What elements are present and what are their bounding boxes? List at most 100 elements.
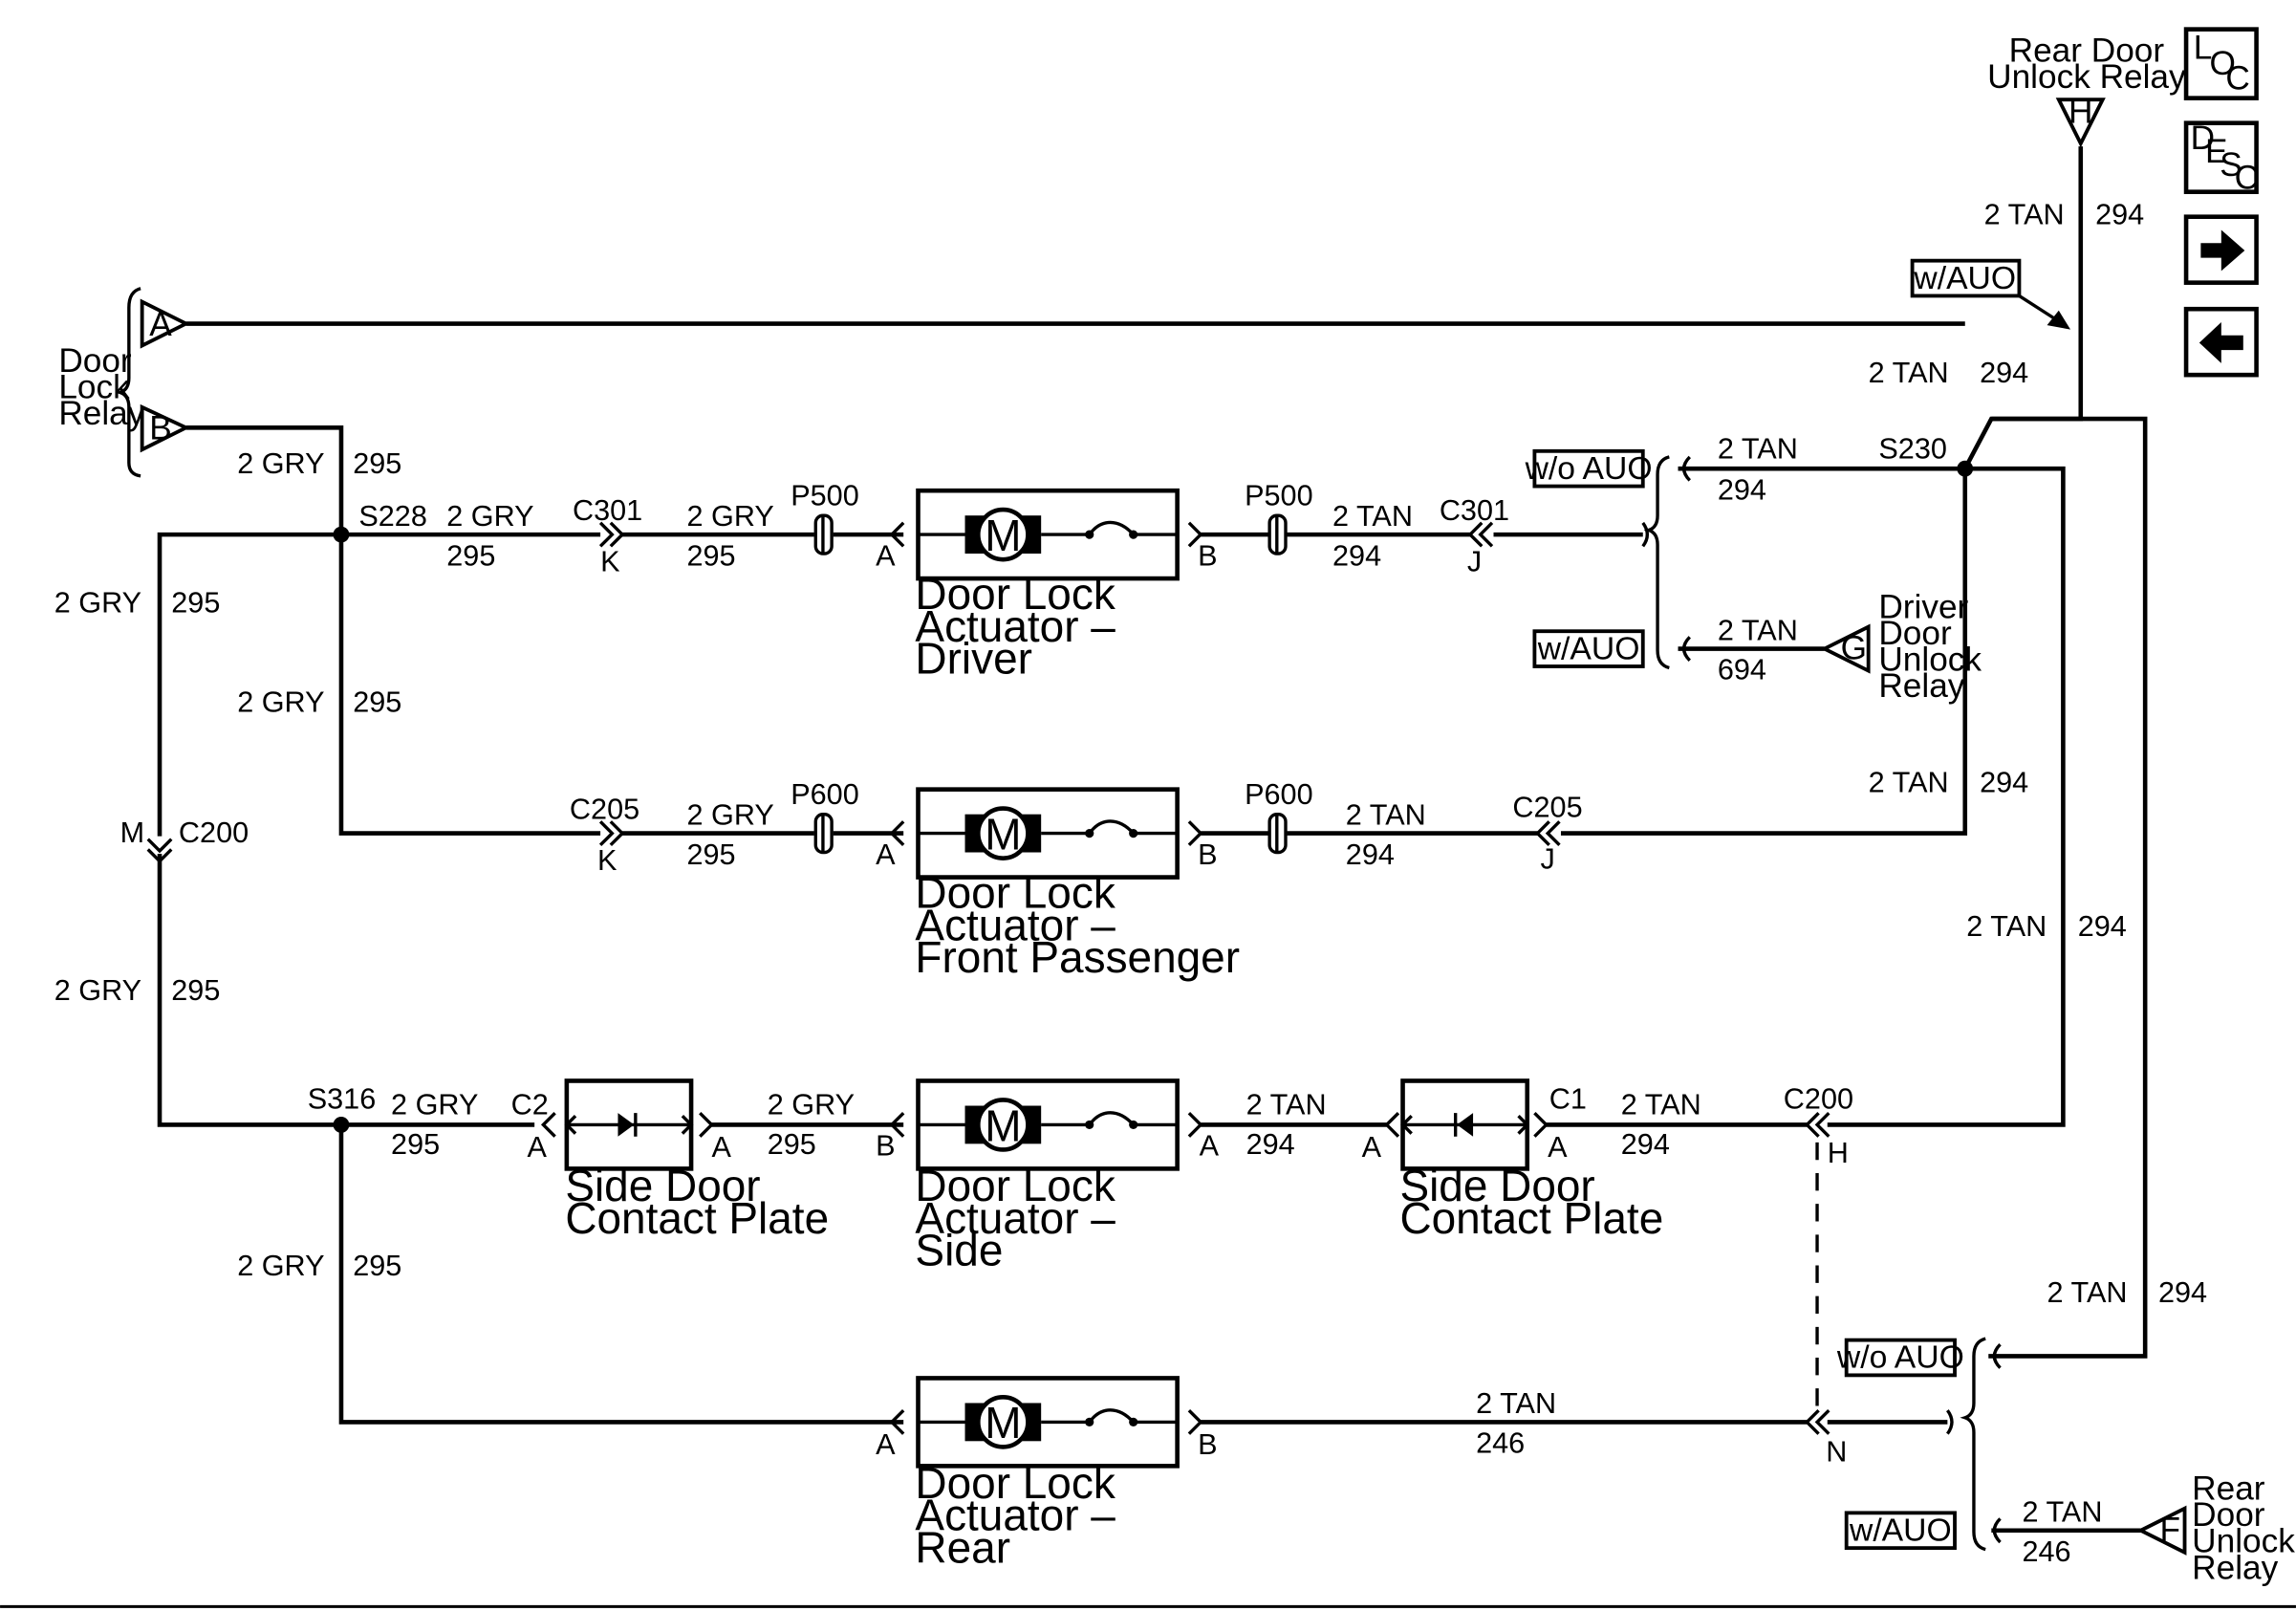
relay-label-line: Relay <box>1878 667 1964 705</box>
circuit-number: 295 <box>686 838 735 871</box>
actuator-rear: M <box>916 1376 1180 1469</box>
pin-label: J <box>1467 545 1482 577</box>
prev-page-button[interactable] <box>2183 306 2259 378</box>
connector-label: C205 <box>570 793 639 825</box>
circuit-number: 294 <box>1346 838 1395 871</box>
wire-color: 2 TAN <box>1718 614 1798 646</box>
wire-color: 2 TAN <box>1869 767 1949 799</box>
connector-label: C205 <box>1512 792 1582 824</box>
relay-label-line: Driver <box>1878 588 1968 625</box>
circuit-number: 294 <box>1332 539 1381 572</box>
circuit-number: 294 <box>2158 1276 2207 1309</box>
contact-plate-right <box>1400 1078 1530 1171</box>
arrow-right-icon <box>2200 229 2245 272</box>
driver-door-unlock-relay: G Driver Door Unlock Relay <box>1820 588 1982 705</box>
circuit-number: 294 <box>2095 198 2144 230</box>
connector-label: P500 <box>1245 479 1313 512</box>
contact-plate-label-line: Side Door <box>565 1161 760 1210</box>
relay-pin-f: F <box>2159 1511 2180 1548</box>
relay-label-line: Rear <box>2192 1470 2265 1508</box>
pin-label: K <box>597 844 617 877</box>
splice-label: S230 <box>1878 432 1947 465</box>
relay-pin-g: G <box>1841 629 1867 666</box>
wire-color: 2 TAN <box>1332 500 1413 533</box>
motor-symbol: M <box>985 1398 1021 1448</box>
connector-label: P500 <box>791 479 859 512</box>
connector-label: P600 <box>1245 778 1313 811</box>
relay-label-line: Relay <box>2192 1549 2278 1586</box>
desc-char: S <box>2220 146 2242 184</box>
motor-symbol: M <box>985 1100 1021 1150</box>
loc-char: L <box>2194 29 2213 66</box>
wire-color: 2 TAN <box>1476 1387 1556 1420</box>
component-labels: Door Lock Actuator – Driver Door Lock Ac… <box>565 569 1663 1572</box>
contact-plate-label-line: Contact Plate <box>565 1193 829 1243</box>
circuit-number: 295 <box>171 974 220 1007</box>
connector-label: C301 <box>1440 494 1509 527</box>
pin-label: K <box>600 545 620 577</box>
circuit-number: 294 <box>1621 1128 1670 1161</box>
pin-label: J <box>1541 842 1555 875</box>
door-lock-relay: A B Door Lock Relay <box>58 287 190 478</box>
wire-color: 2 GRY <box>237 686 324 718</box>
desc-char: D <box>2191 120 2215 157</box>
with-auo-tag: w/AUO <box>1849 1512 1952 1548</box>
next-page-button[interactable] <box>2183 214 2259 285</box>
loc-char: O <box>2210 45 2236 82</box>
desc-char: C <box>2235 160 2259 197</box>
relay-pin-a: A <box>149 306 172 343</box>
desc-button[interactable]: D E S C <box>2183 120 2259 197</box>
wire-color: 2 GRY <box>686 798 773 831</box>
wire-labels: 2 GRY 295 2 GRY 295 2 GRY 295 2 GRY 295 … <box>54 198 2207 1568</box>
circuit-number: 295 <box>391 1128 440 1161</box>
relay-label-line: Rear Door <box>2009 32 2165 69</box>
actuator-label-line: Actuator – <box>915 601 1116 651</box>
pin-label: B <box>1198 539 1217 572</box>
connector-label: C200 <box>179 816 249 849</box>
relay-pin-b-triangle <box>140 403 190 453</box>
loc-char: C <box>2225 59 2249 97</box>
wire-color: 2 GRY <box>391 1089 478 1121</box>
rear-door-unlock-relay-top: H Rear Door Unlock Relay <box>1987 32 2186 148</box>
relay-label-line: Door <box>2192 1496 2265 1534</box>
wire-color: 2 TAN <box>1718 432 1798 465</box>
actuator-side: M <box>916 1078 1180 1171</box>
with-auo-tag: w/AUO <box>1913 260 2016 296</box>
circuit-number: 294 <box>1980 767 2028 799</box>
contact-plate-left <box>564 1078 694 1171</box>
wire-color: 2 GRY <box>54 586 141 619</box>
wire-color: 2 GRY <box>446 500 533 533</box>
actuator-label-line: Side <box>915 1225 1003 1274</box>
pin-label: A <box>1200 1130 1220 1163</box>
wiring <box>157 146 2148 1534</box>
without-auo-tag: w/o AUO <box>1525 450 1653 487</box>
pin-label: A <box>876 838 896 871</box>
actuator-label-line: Actuator – <box>915 1491 1116 1540</box>
splice-dots <box>333 460 1974 1133</box>
circuit-number: 295 <box>353 1250 401 1282</box>
connector-label: P600 <box>791 778 859 811</box>
loc-button[interactable]: L O C <box>2183 27 2259 100</box>
circuit-number: 246 <box>2022 1535 2070 1568</box>
relay-label-line: Unlock <box>2192 1523 2295 1560</box>
pin-label: B <box>876 1130 895 1163</box>
wire-color: 2 TAN <box>1621 1089 1701 1121</box>
pin-label: A <box>876 539 896 572</box>
actuator-label-line: Door Lock <box>915 868 1116 918</box>
wire-color: 2 GRY <box>237 447 324 480</box>
actuator-label-line: Actuator – <box>915 1193 1116 1243</box>
pin-label: A <box>528 1131 548 1164</box>
relay-label-line: Lock <box>58 369 130 406</box>
relay-pin-b: B <box>149 410 172 447</box>
connector-label: C200 <box>1784 1083 1853 1116</box>
splice-label: S316 <box>308 1083 377 1116</box>
wire-color: 2 TAN <box>2047 1276 2128 1309</box>
pin-label: A <box>1548 1131 1568 1164</box>
pin-label: N <box>1826 1436 1847 1469</box>
circuit-number: 246 <box>1476 1427 1525 1460</box>
actuator-label-line: Door Lock <box>915 1161 1116 1210</box>
circuit-number: 295 <box>686 539 735 572</box>
relay-pin-h: H <box>2069 94 2092 131</box>
circuit-number: 295 <box>171 586 220 619</box>
